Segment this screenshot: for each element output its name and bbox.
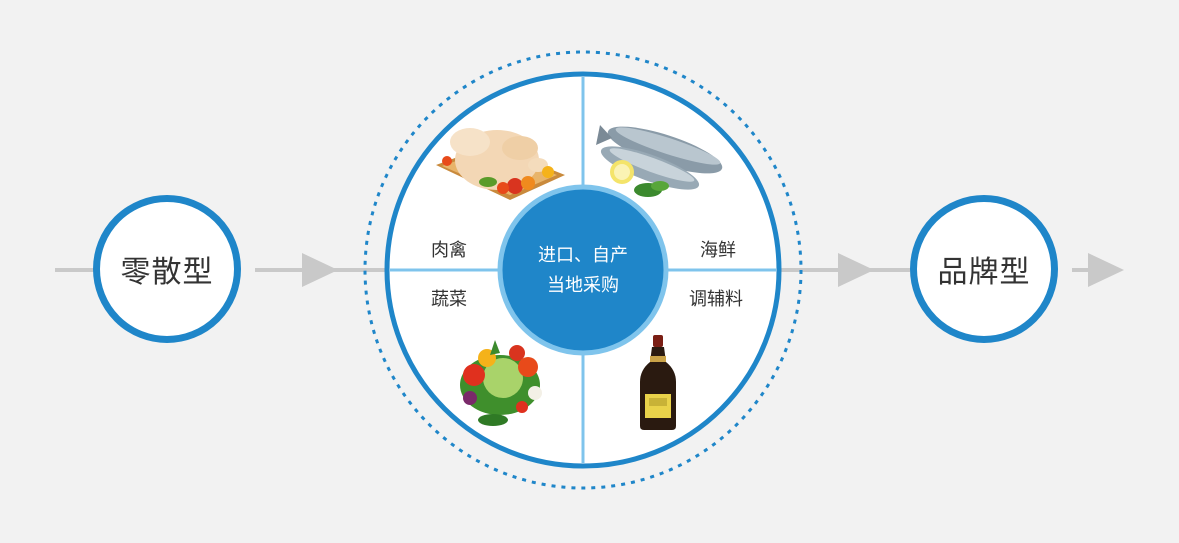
center-text-line1: 进口、自产 xyxy=(538,245,628,266)
quadrant-label-seafood: 海鲜 xyxy=(700,240,736,261)
quadrant-label-condiments: 调辅料 xyxy=(689,289,743,310)
quadrant-label-vegetables: 蔬菜 xyxy=(431,289,467,310)
arrow-right-icon xyxy=(302,253,338,287)
fragmented-type-node: 零散型 xyxy=(93,195,241,343)
quadrant-label-meat: 肉禽 xyxy=(431,240,467,261)
sauce-bottle-image xyxy=(640,335,676,430)
brand-type-node: 品牌型 xyxy=(910,195,1058,343)
fish-image xyxy=(596,125,723,197)
roast-chicken-image xyxy=(436,128,565,200)
center-circle xyxy=(497,184,669,356)
outer-dashed-ring xyxy=(363,50,803,490)
center-text: 进口、自产 当地采购 xyxy=(500,188,666,354)
fragmented-type-label: 零散型 xyxy=(120,255,214,290)
brand-type-label: 品牌型 xyxy=(937,255,1031,290)
arrow-right-icon xyxy=(1088,253,1124,287)
center-text-line2: 当地采购 xyxy=(547,275,619,296)
arrow-right-icon xyxy=(838,253,874,287)
vegetables-image xyxy=(460,340,542,426)
